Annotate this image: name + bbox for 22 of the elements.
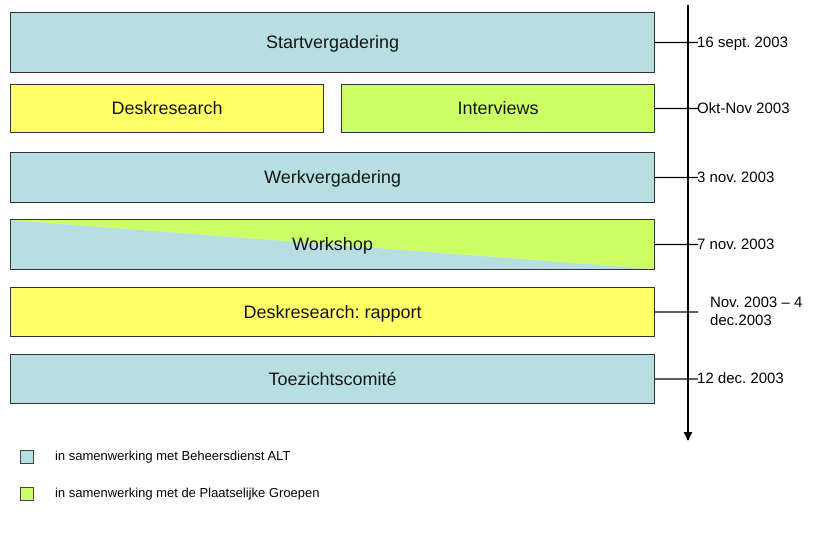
- date-label: 3 nov. 2003: [697, 168, 776, 186]
- date-label: Nov. 2003 – 4 dec.2003: [710, 294, 804, 330]
- date-label: Okt-Nov 2003: [697, 100, 791, 118]
- activity-label: Deskresearch: rapport: [243, 302, 422, 322]
- activity-label: Werkvergadering: [264, 167, 401, 188]
- date-label: 7 nov. 2003: [697, 236, 776, 254]
- date-label: 12 dec. 2003: [697, 370, 785, 388]
- legend-text: in samenwerking met de Plaatselijke Groepen: [55, 485, 320, 500]
- activity-box: [10, 219, 655, 270]
- date-label: 16 sept. 2003: [697, 34, 789, 52]
- legend-text: in samenwerking met Beheersdienst ALT: [55, 448, 290, 463]
- activity-box: [10, 354, 655, 404]
- activity-box: [10, 287, 655, 337]
- activity-label: Toezichtscomité: [268, 368, 397, 390]
- activity-box: [10, 152, 655, 203]
- activity-label: Workshop: [292, 234, 373, 255]
- activity-label: Startvergadering: [266, 32, 400, 53]
- activity-box: [341, 84, 655, 133]
- activity-label: Interviews: [457, 98, 539, 119]
- activity-box: [10, 12, 655, 73]
- activity-box: [10, 84, 324, 133]
- activity-label: Deskresearch: [111, 98, 223, 119]
